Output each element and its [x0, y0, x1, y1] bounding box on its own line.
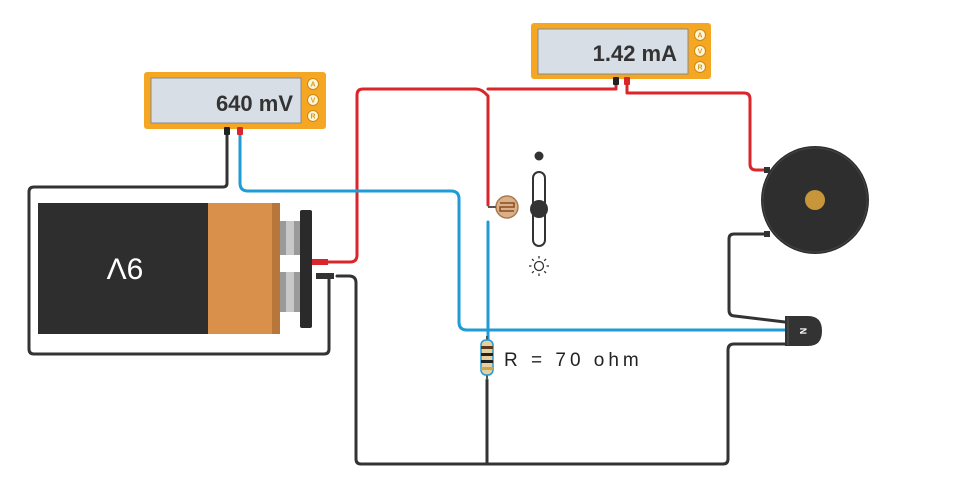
ammeter[interactable]: 1.42 mA A V R [531, 23, 711, 85]
photoresistor[interactable] [488, 195, 519, 219]
svg-text:V: V [698, 49, 703, 56]
voltmeter[interactable]: 640 mV A V R [144, 72, 326, 135]
wire-ammeter-neg-to-ldr[interactable] [486, 80, 618, 91]
transistor-label: N [798, 328, 808, 335]
ammeter-positive-terminal[interactable] [624, 77, 630, 85]
svg-text:R: R [310, 114, 315, 121]
battery-positive-terminal[interactable] [312, 259, 328, 265]
dark-icon [534, 151, 544, 161]
ammeter-reading: 1.42 mA [593, 41, 677, 66]
voltmeter-mode-r-button[interactable]: R [307, 110, 319, 122]
wire-voltmeter-neg-to-battery[interactable] [27, 131, 331, 356]
voltmeter-screen [150, 77, 302, 124]
piezo-buzzer[interactable] [761, 146, 869, 254]
battery-9v[interactable]: 9V [38, 203, 334, 334]
battery-negative-terminal[interactable] [316, 273, 334, 279]
svg-text:A: A [310, 82, 315, 89]
transistor-body [785, 316, 822, 346]
svg-text:V: V [311, 98, 316, 105]
ammeter-screen [537, 28, 689, 75]
voltmeter-mode-a-button[interactable]: A [307, 78, 319, 90]
voltmeter-positive-terminal[interactable] [237, 127, 243, 135]
ammeter-mode-v-button[interactable]: V [694, 45, 706, 57]
buzzer-negative-pin[interactable] [764, 231, 770, 237]
photoresistor-trace [499, 202, 515, 212]
battery-clip [300, 210, 312, 328]
wire-buzzer-to-transistor[interactable] [727, 232, 787, 324]
buzzer-positive-pin[interactable] [764, 167, 770, 173]
svg-text:A: A [697, 33, 702, 40]
ammeter-mode-r-button[interactable]: R [694, 61, 706, 73]
battery-cap [208, 203, 280, 334]
ammeter-negative-terminal[interactable] [613, 77, 619, 85]
resistor[interactable] [480, 336, 494, 380]
resistor-band-2 [481, 353, 493, 356]
voltmeter-negative-terminal[interactable] [224, 127, 230, 135]
wire-voltmeter-pos-to-base[interactable] [238, 131, 787, 332]
voltmeter-mode-v-button[interactable]: V [307, 94, 319, 106]
wire-battery-pos-to-circuit[interactable] [316, 87, 490, 264]
ammeter-mode-a-button[interactable]: A [694, 29, 706, 41]
svg-text:R: R [697, 65, 702, 72]
battery-body [38, 203, 208, 334]
npn-transistor[interactable]: N [785, 316, 822, 346]
light-level-slider[interactable] [529, 151, 549, 277]
resistor-band-3 [481, 360, 493, 363]
sun-icon [529, 256, 549, 276]
resistor-band-4 [481, 367, 493, 370]
slider-thumb[interactable] [530, 200, 548, 218]
voltmeter-reading: 640 mV [216, 91, 293, 116]
wire-battery-neg-to-ground[interactable] [335, 274, 787, 466]
resistor-label: R = 70 ohm [504, 350, 643, 371]
battery-label: 9V [107, 252, 144, 285]
buzzer-center [805, 190, 825, 210]
resistor-band-1 [481, 346, 493, 349]
wire-ammeter-pos-to-buzzer[interactable] [625, 80, 770, 172]
